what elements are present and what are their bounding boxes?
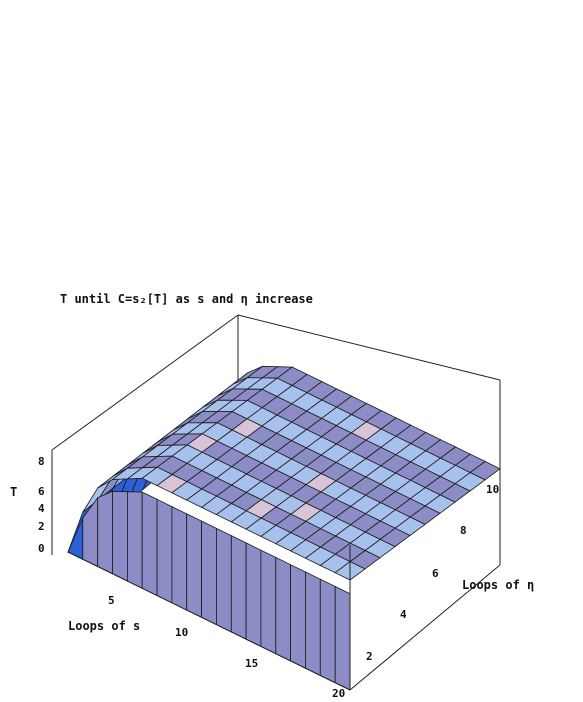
surface-front-wall <box>275 556 292 662</box>
z-tick-0: 0 <box>38 542 45 555</box>
surface-front-wall <box>260 549 277 655</box>
surface-front-wall <box>245 542 262 648</box>
surface-front-wall <box>141 491 158 597</box>
x-tick-15: 15 <box>245 657 258 670</box>
surface-front-wall <box>171 505 188 611</box>
chart-title: T until C=s₂[T] as s and η increase <box>60 292 313 306</box>
bounding-box-front <box>67 545 501 691</box>
surface-front-wall <box>305 571 321 677</box>
x-tick-5: 5 <box>108 594 115 607</box>
surface-front-wall <box>97 490 113 575</box>
surface-front-wall <box>319 578 336 684</box>
x-axis: 5 10 15 20 Loops of s <box>68 594 345 700</box>
y-tick-4: 4 <box>400 608 407 621</box>
surface-front-wall <box>186 513 203 619</box>
surface-front-wall <box>290 564 306 669</box>
surface-front-wall <box>112 490 128 582</box>
y-tick-2: 2 <box>366 650 373 663</box>
surface-mesh <box>67 365 501 691</box>
z-tick-8: 8 <box>38 455 45 468</box>
surface-front-wall <box>334 585 351 691</box>
y-tick-10: 10 <box>486 483 499 496</box>
surface-front-wall <box>201 520 217 626</box>
y-axis: 2 4 6 8 10 Loops of η <box>366 483 534 663</box>
surface-front-wall <box>230 534 247 640</box>
z-tick-6: 6 <box>38 485 45 498</box>
z-tick-4: 4 <box>38 502 45 515</box>
y-axis-label: Loops of η <box>462 578 534 592</box>
x-axis-label: Loops of s <box>68 619 140 633</box>
y-tick-8: 8 <box>460 524 467 537</box>
z-tick-2: 2 <box>38 520 45 533</box>
surface-front-wall <box>127 491 143 589</box>
x-tick-10: 10 <box>175 626 188 639</box>
bounding-box-back <box>51 314 501 565</box>
z-axis: 8 6 4 2 0 T <box>10 455 45 555</box>
z-axis-label: T <box>10 485 17 499</box>
surface-front-wall <box>156 498 173 604</box>
y-tick-6: 6 <box>432 567 439 580</box>
x-tick-20: 20 <box>332 687 345 700</box>
surface-front-wall <box>215 527 232 633</box>
